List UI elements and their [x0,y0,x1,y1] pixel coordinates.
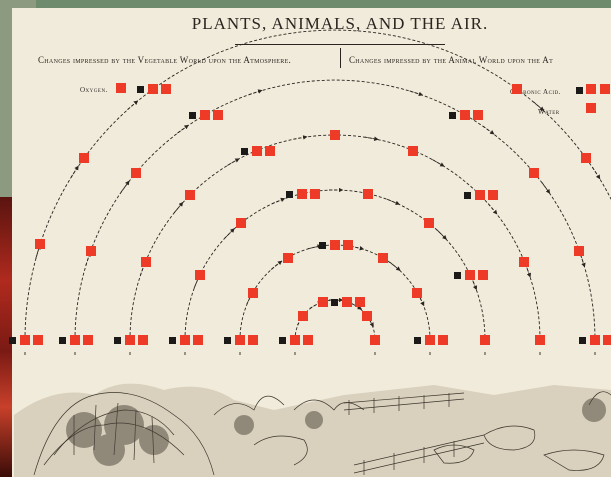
carbon-square [137,86,144,93]
oxygen-square [303,335,313,345]
oxygen-square [342,297,352,307]
oxygen-square [590,335,600,345]
oxygen-square [330,240,340,250]
oxygen-square [529,168,539,178]
oxygen-square [86,246,96,256]
oxygen-square [141,257,151,267]
oxygen-square [70,335,80,345]
legend-carbonic-acid-swatch [576,87,583,94]
legend-water-swatch [586,103,596,113]
carbon-square [449,112,456,119]
carbon-square [9,337,16,344]
oxygen-square [603,335,611,345]
oxygen-square [370,335,380,345]
oxygen-square [79,153,89,163]
carbon-square [189,112,196,119]
oxygen-square [35,239,45,249]
oxygen-square [33,335,43,345]
oxygen-square [473,110,483,120]
oxygen-square [362,311,372,321]
oxygen-square [298,311,308,321]
oxygen-square [460,110,470,120]
oxygen-square [343,240,353,250]
oxygen-square [412,288,422,298]
landscape-engraving [14,355,611,477]
oxygen-square [478,270,488,280]
carbon-square [241,148,248,155]
legend-carbonic-acid-swatch [586,84,596,94]
oxygen-square [195,270,205,280]
oxygen-square [330,130,340,140]
oxygen-square [318,297,328,307]
oxygen-square [248,335,258,345]
oxygen-square [138,335,148,345]
oxygen-square [480,335,490,345]
carbon-square [414,337,421,344]
carbon-square [279,337,286,344]
oxygen-square [408,146,418,156]
carbon-square [286,191,293,198]
oxygen-square [185,190,195,200]
oxygen-square [252,146,262,156]
carbon-square [454,272,461,279]
oxygen-square [200,110,210,120]
legend-oxygen-swatch [116,83,126,93]
oxygen-square [125,335,135,345]
oxygen-square [180,335,190,345]
oxygen-square [512,84,522,94]
oxygen-square [475,190,485,200]
oxygen-square [363,189,373,199]
carbon-square [59,337,66,344]
oxygen-square [265,146,275,156]
oxygen-square [213,110,223,120]
carbon-square [114,337,121,344]
oxygen-square [438,335,448,345]
title-rule [235,44,445,45]
oxygen-square [574,246,584,256]
heading-divider [340,48,341,68]
heading-vegetable-world: Changes impressed by the Vegetable World… [38,55,291,65]
oxygen-square [193,335,203,345]
carbon-square [319,242,326,249]
oxygen-square [310,189,320,199]
carbon-square [169,337,176,344]
oxygen-square [83,335,93,345]
oxygen-square [290,335,300,345]
heading-animal-world: Changes impressed by the Animal World up… [349,55,553,65]
oxygen-square [161,84,171,94]
oxygen-square [519,257,529,267]
oxygen-square [425,335,435,345]
oxygen-square [355,297,365,307]
oxygen-square [235,335,245,345]
carbon-square [331,299,338,306]
carbon-square [464,192,471,199]
oxygen-square [488,190,498,200]
oxygen-square [424,218,434,228]
oxygen-square [283,253,293,263]
legend-water-label: Water [538,108,560,116]
carbon-square [579,337,586,344]
legend-oxygen-label: Oxygen. [80,86,108,94]
oxygen-square [378,253,388,263]
oxygen-square [581,153,591,163]
oxygen-square [236,218,246,228]
oxygen-square [148,84,158,94]
oxygen-square [535,335,545,345]
diagram-title: PLANTS, ANIMALS, AND THE AIR. [140,14,540,34]
legend-carbonic-acid-swatch [600,84,610,94]
oxygen-square [465,270,475,280]
oxygen-square [131,168,141,178]
oxygen-square [297,189,307,199]
carbon-square [224,337,231,344]
oxygen-square [20,335,30,345]
oxygen-square [248,288,258,298]
